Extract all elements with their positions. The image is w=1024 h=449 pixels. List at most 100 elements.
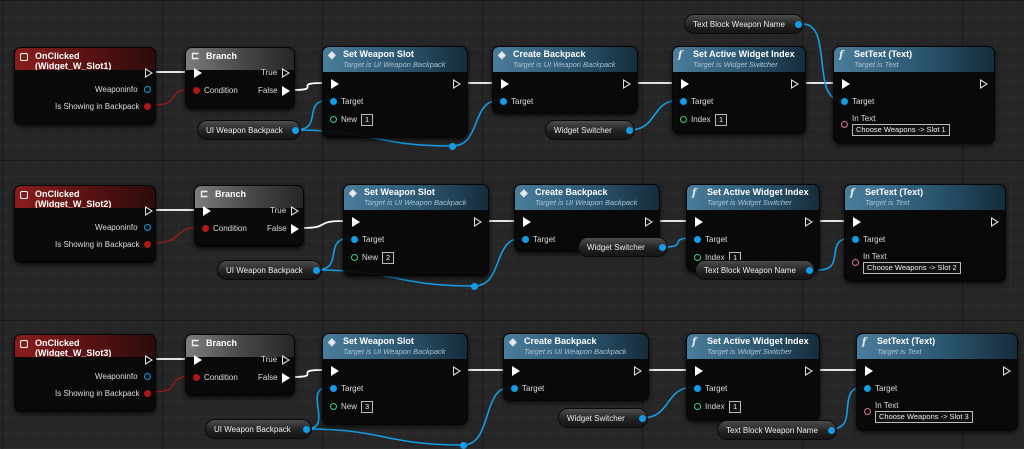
index-input-pin[interactable]	[694, 254, 701, 261]
exec-output-pin[interactable]	[145, 355, 153, 365]
exec-output-pin[interactable]	[1003, 366, 1011, 376]
bool-output-pin[interactable]	[144, 103, 151, 110]
intext-value-field[interactable]: Choose Weapons -> Slot 3	[875, 411, 973, 423]
intext-input-pin[interactable]	[864, 408, 871, 415]
exec-input-pin[interactable]	[331, 79, 339, 89]
exec-output-pin[interactable]	[634, 366, 642, 376]
target-input-pin[interactable]	[511, 385, 518, 392]
exec-output-pin[interactable]	[453, 79, 461, 89]
exec-input-pin[interactable]	[331, 366, 339, 376]
variable-getter-node[interactable]: UI Weapon Backpack	[205, 419, 312, 439]
false-exec-pin[interactable]	[291, 224, 299, 234]
index-input-pin[interactable]	[694, 403, 701, 410]
target-input-pin[interactable]	[864, 385, 871, 392]
index-value-field[interactable]: 1	[729, 401, 742, 413]
exec-input-pin[interactable]	[865, 366, 873, 376]
object-output-pin[interactable]	[626, 127, 633, 134]
exec-input-pin[interactable]	[203, 206, 211, 216]
true-exec-pin[interactable]	[282, 355, 290, 365]
target-input-pin[interactable]	[351, 236, 358, 243]
target-input-pin[interactable]	[694, 236, 701, 243]
bool-output-pin[interactable]	[144, 241, 151, 248]
exec-input-pin[interactable]	[853, 217, 861, 227]
exec-output-pin[interactable]	[980, 79, 988, 89]
new-value-field[interactable]: 1	[361, 114, 374, 126]
variable-getter-node[interactable]: Text Block Weapon Name	[684, 14, 804, 34]
exec-output-pin[interactable]	[791, 79, 799, 89]
exec-output-pin[interactable]	[145, 206, 153, 216]
target-input-pin[interactable]	[330, 98, 337, 105]
variable-getter-node[interactable]: UI Weapon Backpack	[197, 120, 301, 140]
exec-input-pin[interactable]	[523, 217, 531, 227]
object-output-pin[interactable]	[806, 267, 813, 274]
exec-output-pin[interactable]	[453, 366, 461, 376]
intext-input-pin[interactable]	[852, 259, 859, 266]
exec-output-pin[interactable]	[623, 79, 631, 89]
object-output-pin[interactable]	[795, 21, 802, 28]
weaponinfo-output-pin[interactable]	[144, 86, 151, 93]
reroute-knot[interactable]	[449, 143, 456, 150]
target-input-pin[interactable]	[841, 98, 848, 105]
exec-input-pin[interactable]	[501, 79, 509, 89]
target-input-pin[interactable]	[522, 236, 529, 243]
variable-getter-node[interactable]: UI Weapon Backpack	[217, 260, 322, 280]
exec-input-pin[interactable]	[352, 217, 360, 227]
exec-input-pin[interactable]	[681, 79, 689, 89]
object-output-pin[interactable]	[828, 427, 835, 434]
exec-output-pin[interactable]	[991, 217, 999, 227]
intext-value-field[interactable]: Choose Weapons -> Slot 1	[852, 124, 950, 136]
weaponinfo-output-pin[interactable]	[144, 373, 151, 380]
false-exec-pin[interactable]	[282, 373, 290, 383]
condition-input-pin[interactable]	[193, 374, 200, 381]
exec-input-pin[interactable]	[695, 217, 703, 227]
reroute-knot[interactable]	[460, 442, 467, 449]
exec-input-pin[interactable]	[842, 79, 850, 89]
false-exec-pin[interactable]	[282, 86, 290, 96]
bool-output-pin[interactable]	[144, 390, 151, 397]
variable-getter-node[interactable]: Widget Switcher	[558, 408, 648, 428]
exec-input-pin[interactable]	[194, 355, 202, 365]
new-input-pin[interactable]	[330, 116, 337, 123]
object-output-pin[interactable]	[659, 244, 666, 251]
weaponinfo-output-pin[interactable]	[144, 224, 151, 231]
object-output-pin[interactable]	[639, 415, 646, 422]
true-exec-pin[interactable]	[291, 206, 299, 216]
exec-input-pin[interactable]	[512, 366, 520, 376]
exec-input-pin[interactable]	[695, 366, 703, 376]
exec-output-pin[interactable]	[145, 68, 153, 78]
object-output-pin[interactable]	[292, 127, 299, 134]
new-input-pin[interactable]	[330, 403, 337, 410]
intext-input-pin[interactable]	[841, 121, 848, 128]
variable-getter-node[interactable]: Text Block Weapon Name	[717, 420, 837, 440]
reroute-knot[interactable]	[471, 283, 478, 290]
variable-getter-node[interactable]: Widget Switcher	[545, 120, 635, 140]
target-input-pin[interactable]	[694, 385, 701, 392]
exec-input-pin[interactable]	[194, 68, 202, 78]
intext-value-field[interactable]: Choose Weapons -> Slot 2	[863, 262, 961, 274]
index-value-field[interactable]: 1	[715, 114, 728, 126]
variable-getter-node[interactable]: Text Block Weapon Name	[695, 260, 815, 280]
new-value-field[interactable]: 3	[361, 401, 374, 413]
target-input-pin[interactable]	[330, 385, 337, 392]
target-input-pin[interactable]	[852, 236, 859, 243]
object-output-pin[interactable]	[313, 267, 320, 274]
new-value-field[interactable]: 2	[382, 252, 395, 264]
target-input-pin[interactable]	[500, 98, 507, 105]
variable-getter-node[interactable]: Widget Switcher	[578, 237, 668, 257]
exec-output-pin[interactable]	[805, 217, 813, 227]
object-output-pin[interactable]	[303, 426, 310, 433]
exec-output-pin[interactable]	[805, 366, 813, 376]
